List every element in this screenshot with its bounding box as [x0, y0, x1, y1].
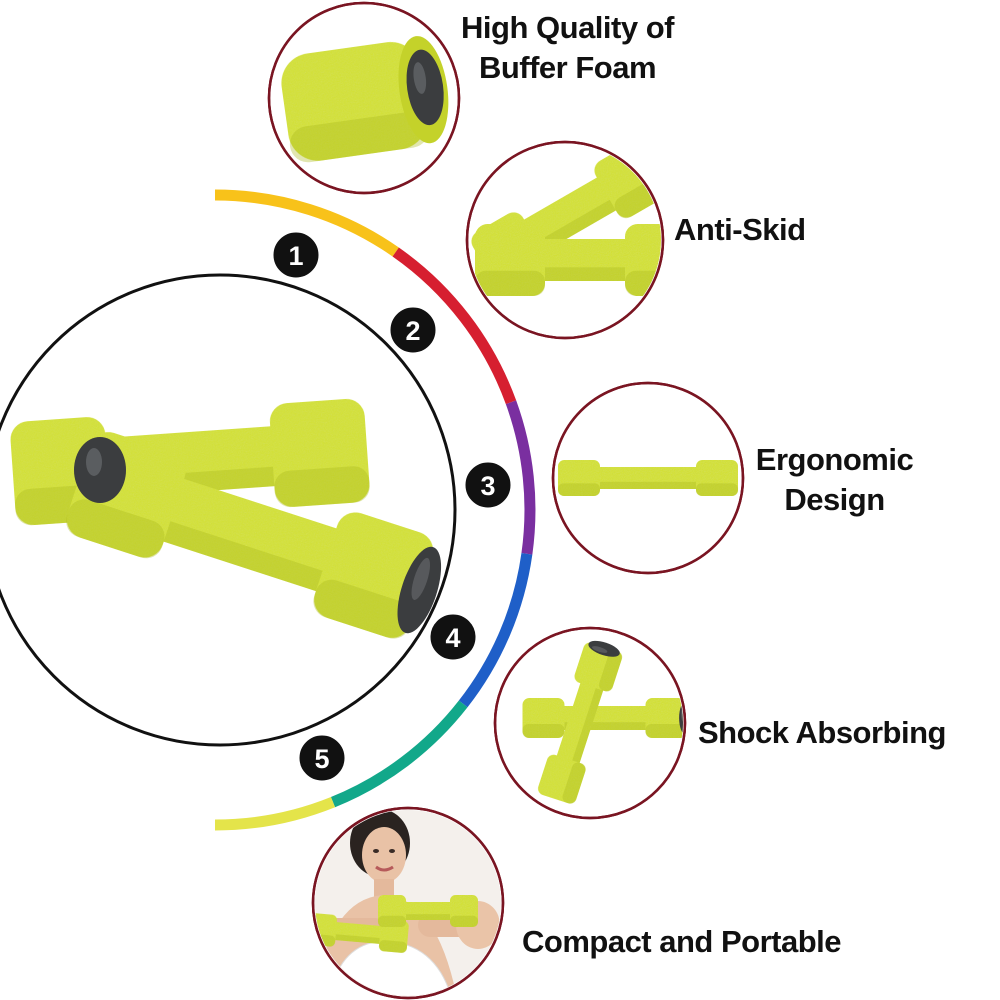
woman-dumbbell-left-icon	[315, 913, 409, 953]
number-badge-4: 4	[427, 611, 479, 663]
number-badges: 1 2 3 4 5	[270, 229, 514, 784]
arc-segment-2	[392, 247, 517, 405]
arc-segment-1	[214, 189, 399, 257]
feature-1-line-1: High Quality of	[461, 10, 674, 45]
feature-circle-2	[465, 140, 665, 340]
ergonomic-dumbbell-icon	[558, 460, 738, 496]
number-badge-3: 3	[462, 459, 514, 511]
feature-label-2: Anti-Skid	[674, 210, 806, 250]
arc-segment-4	[458, 553, 533, 708]
feature-3-line-2: Design	[784, 482, 885, 517]
number-badge-5: 5	[296, 732, 348, 784]
feature-circle-5	[311, 806, 505, 1000]
feature-1-line-2: Buffer Foam	[478, 50, 657, 85]
number-badge-4-label: 4	[445, 623, 460, 653]
feature-label-3: Ergonomic Design	[752, 440, 917, 520]
shock-dumbbell-back-icon	[522, 698, 683, 738]
feature-label-5: Compact and Portable	[522, 922, 842, 962]
arc-segment-6	[214, 796, 336, 831]
woman-dumbbell-right-icon	[378, 895, 478, 927]
feature-circle-4	[493, 626, 687, 820]
feature-4-line-1: Shock Absorbing	[698, 715, 946, 750]
number-badge-3-label: 3	[480, 471, 495, 501]
number-badge-2: 2	[387, 304, 439, 356]
color-arc	[214, 189, 536, 831]
feature-5-line-1: Compact and Portable	[522, 924, 842, 959]
feature-label-1: High Quality of Buffer Foam	[460, 8, 675, 88]
arc-segment-3	[505, 400, 536, 555]
shock-dumbbell-front-icon	[538, 640, 623, 804]
main-foam-dumbbells-icon	[10, 398, 442, 639]
main-dumbbell-front-icon	[66, 432, 442, 639]
feature-3-line-1: Ergonomic	[755, 442, 914, 477]
woman-exercising-icon	[315, 810, 501, 996]
feature-label-4: Shock Absorbing	[698, 713, 946, 753]
number-badge-1-label: 1	[288, 241, 303, 271]
main-cap-highlight-icon	[86, 448, 102, 476]
number-badge-1: 1	[270, 229, 322, 281]
feature-circle-3	[551, 381, 745, 575]
arc-segment-5	[330, 700, 468, 808]
main-product-circle	[0, 273, 457, 747]
buffer-foam-closeup-icon	[281, 36, 449, 163]
feature-2-line-1: Anti-Skid	[674, 212, 806, 247]
number-badge-2-label: 2	[405, 316, 420, 346]
number-badge-5-label: 5	[314, 744, 329, 774]
feature-circle-1	[267, 1, 461, 195]
